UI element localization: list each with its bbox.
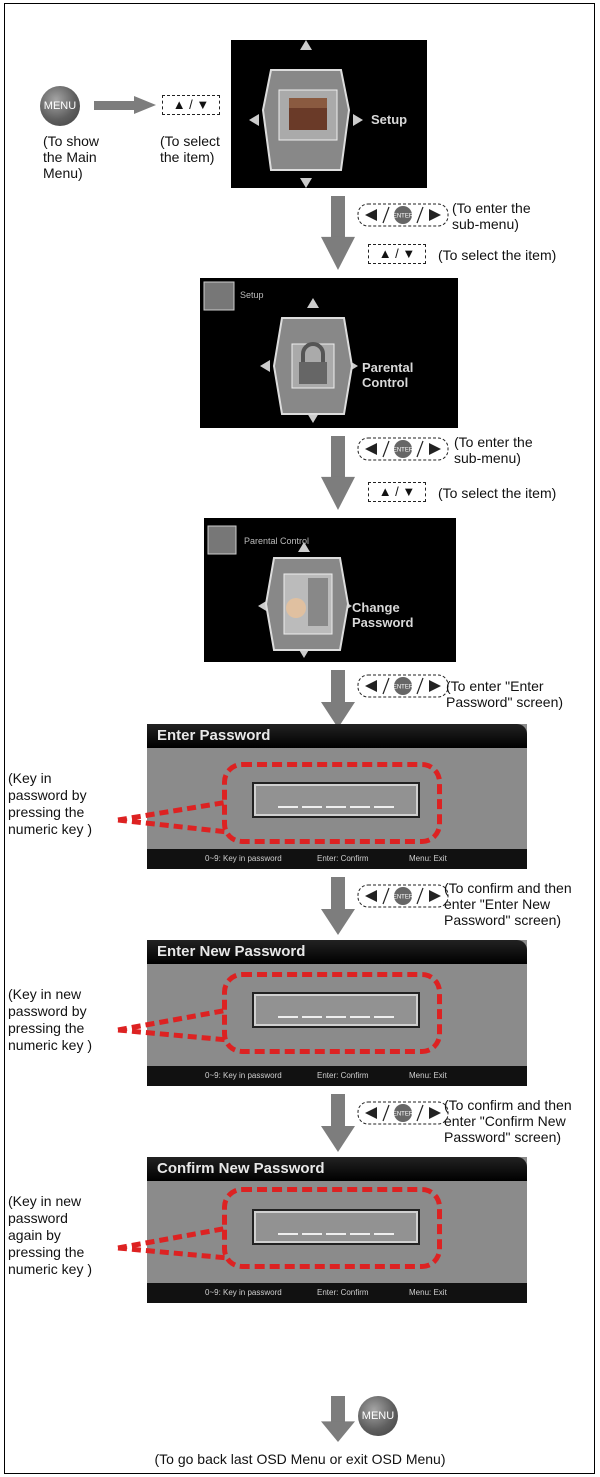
password-field[interactable] <box>252 1209 420 1245</box>
select-caption: (To select the item) <box>438 485 557 501</box>
left-enter-right-keys[interactable] <box>357 203 449 227</box>
hint-bar: 0~9: Key in password Enter: Confirm Menu… <box>147 849 527 869</box>
left-enter-right-keys[interactable] <box>357 674 449 698</box>
final-caption: (To go back last OSD Menu or exit OSD Me… <box>154 1451 446 1467</box>
down-arrow-icon <box>318 436 358 510</box>
screen-label: Change Password <box>352 600 414 630</box>
main-menu-screen: Setup <box>231 40 427 188</box>
dialog-title: Confirm New Password <box>147 1157 527 1181</box>
screen-corner: Parental Control <box>244 536 310 546</box>
change-password-screen: Parental Control Change Password <box>204 518 456 662</box>
enter-caption: (To enter the sub-menu) <box>454 434 533 466</box>
select-caption: (To select the item) <box>438 247 557 263</box>
password-keypad-icon <box>207 525 352 658</box>
password-field[interactable] <box>252 992 420 1028</box>
enter-caption: (To enter the sub-menu) <box>452 200 531 232</box>
left-enter-right-keys[interactable] <box>357 884 449 908</box>
down-arrow-icon <box>318 670 358 728</box>
screen-label: Setup <box>371 112 408 127</box>
up-down-keys[interactable]: ▲ / ▼ <box>162 95 220 115</box>
select-caption: (To select the item) <box>160 133 220 165</box>
pointer-line <box>117 1225 229 1261</box>
pointer-line <box>117 799 229 835</box>
page-frame <box>4 3 595 1474</box>
down-arrow-icon <box>318 196 358 270</box>
right-arrow-icon <box>94 96 156 114</box>
menu-button[interactable]: MENU <box>358 1396 398 1436</box>
hint-bar: 0~9: Key in password Enter: Confirm Menu… <box>147 1283 527 1303</box>
side-caption: (Key in new password by pressing the num… <box>8 986 93 1053</box>
screen-corner: Setup <box>240 290 264 300</box>
highlight-box <box>222 972 442 1054</box>
parental-control-screen: Setup Parental Control <box>200 278 458 428</box>
pointer-line <box>117 1007 229 1043</box>
enter-password-dialog: Enter Password 0~9: Key in password Ente… <box>147 724 527 869</box>
confirm-caption: (To confirm and then enter "Confirm New … <box>444 1097 572 1145</box>
side-caption: (Key in password by pressing the numeric… <box>8 770 93 837</box>
up-down-keys[interactable]: ▲ / ▼ <box>368 482 426 502</box>
left-enter-right-keys[interactable] <box>357 1101 449 1125</box>
dialog-title: Enter New Password <box>147 940 527 964</box>
side-caption: (Key in new password again by pressing t… <box>8 1193 93 1277</box>
down-arrow-icon <box>318 877 358 935</box>
up-down-keys[interactable]: ▲ / ▼ <box>368 244 426 264</box>
lock-icon <box>203 281 358 423</box>
hint-bar: 0~9: Key in password Enter: Confirm Menu… <box>147 1066 527 1086</box>
setup-icon <box>249 40 363 188</box>
confirm-caption: (To confirm and then enter "Enter New Pa… <box>444 880 572 928</box>
highlight-box <box>222 1187 442 1269</box>
down-arrow-icon <box>318 1094 358 1152</box>
highlight-box <box>222 762 442 844</box>
menu-caption: (To show the Main Menu) <box>43 133 100 181</box>
confirm-new-password-dialog: Confirm New Password 0~9: Key in passwor… <box>147 1157 527 1303</box>
password-field[interactable] <box>252 782 420 818</box>
screen-label: Parental Control <box>362 360 414 390</box>
enter-new-password-dialog: Enter New Password 0~9: Key in password … <box>147 940 527 1086</box>
down-arrow-icon <box>318 1396 358 1442</box>
left-enter-right-keys[interactable] <box>357 437 449 461</box>
enter-caption: (To enter "Enter Password" screen) <box>446 678 564 710</box>
menu-button[interactable]: MENU <box>40 86 80 126</box>
dialog-title: Enter Password <box>147 724 527 748</box>
